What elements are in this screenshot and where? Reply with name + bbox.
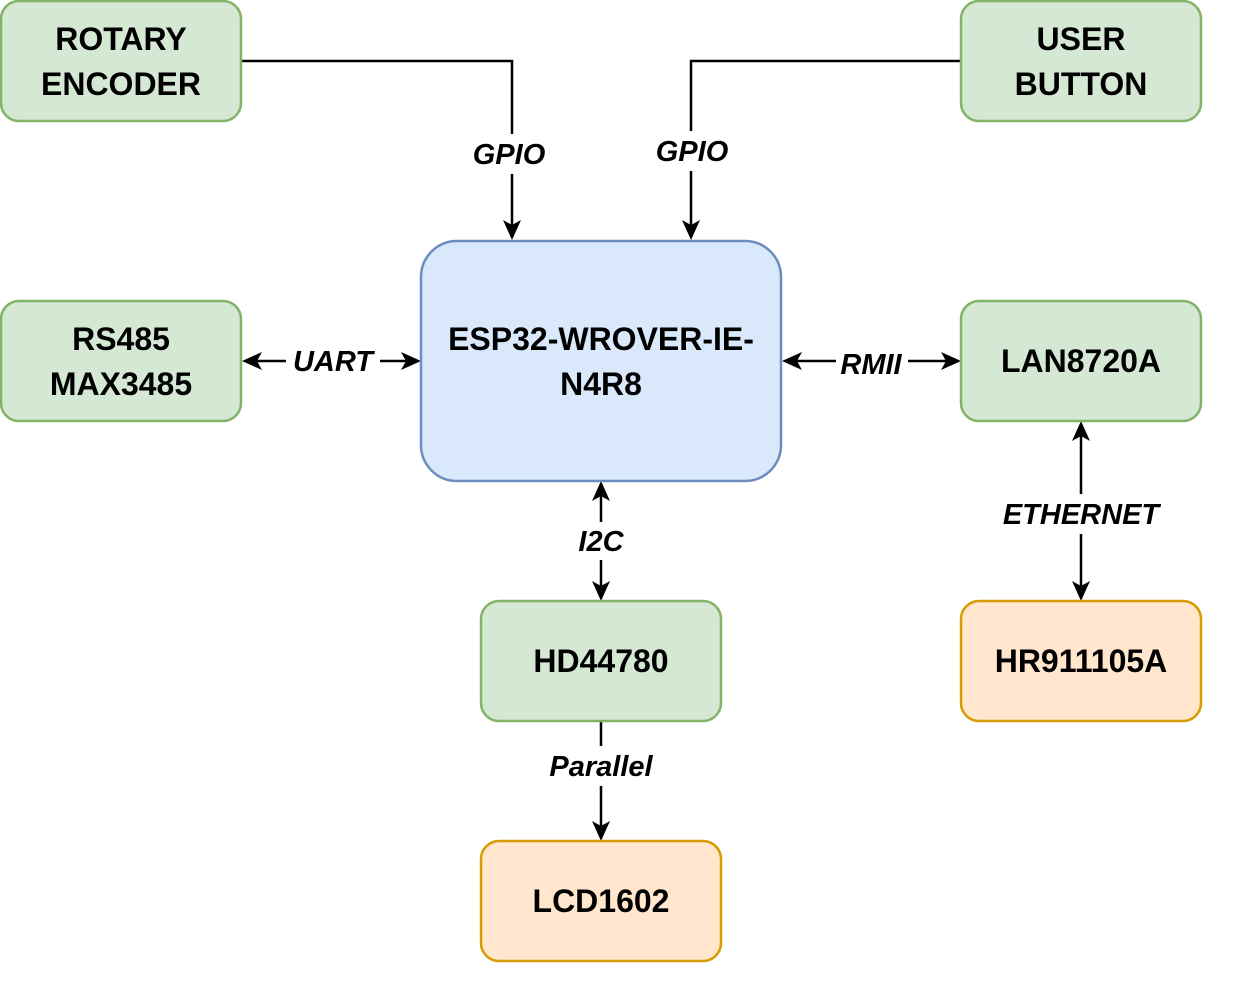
edge-label-encoder-gpio: GPIO bbox=[473, 139, 546, 171]
node-esp32-module: ESP32-WROVER-IE- N4R8 bbox=[419, 239, 783, 483]
node-user-button: USER BUTTON bbox=[959, 0, 1203, 123]
node-user-button-line2: BUTTON bbox=[1015, 66, 1148, 102]
node-lan8720a-label: LAN8720A bbox=[1001, 343, 1161, 379]
node-rs485-line2: MAX3485 bbox=[50, 366, 192, 402]
edge-label-i2c: I2C bbox=[578, 526, 624, 558]
node-hr911105a: HR911105A bbox=[959, 599, 1203, 723]
edge-label-ethernet: ETHERNET bbox=[1003, 499, 1162, 531]
node-hd44780-label: HD44780 bbox=[533, 643, 668, 679]
node-lcd1602: LCD1602 bbox=[479, 839, 723, 963]
node-rs485-line1: RS485 bbox=[72, 321, 170, 357]
node-rs485-max3485: RS485 MAX3485 bbox=[0, 299, 243, 423]
node-lcd1602-label: LCD1602 bbox=[533, 883, 670, 919]
node-esp32-line1: ESP32-WROVER-IE- bbox=[448, 321, 754, 357]
node-rotary-encoder-line1: ROTARY bbox=[55, 21, 187, 57]
edge-label-rmii: RMII bbox=[840, 349, 902, 381]
node-rotary-encoder: ROTARY ENCODER bbox=[0, 0, 243, 123]
node-esp32-line2: N4R8 bbox=[560, 366, 642, 402]
node-hd44780: HD44780 bbox=[479, 599, 723, 723]
node-rotary-encoder-line2: ENCODER bbox=[41, 66, 201, 102]
edge-label-button-gpio: GPIO bbox=[656, 136, 729, 168]
node-lan8720a: LAN8720A bbox=[959, 299, 1203, 423]
node-hr911105a-label: HR911105A bbox=[995, 643, 1168, 679]
node-user-button-line1: USER bbox=[1037, 21, 1126, 57]
edge-label-parallel: Parallel bbox=[549, 751, 653, 783]
edge-label-uart: UART bbox=[293, 346, 375, 378]
